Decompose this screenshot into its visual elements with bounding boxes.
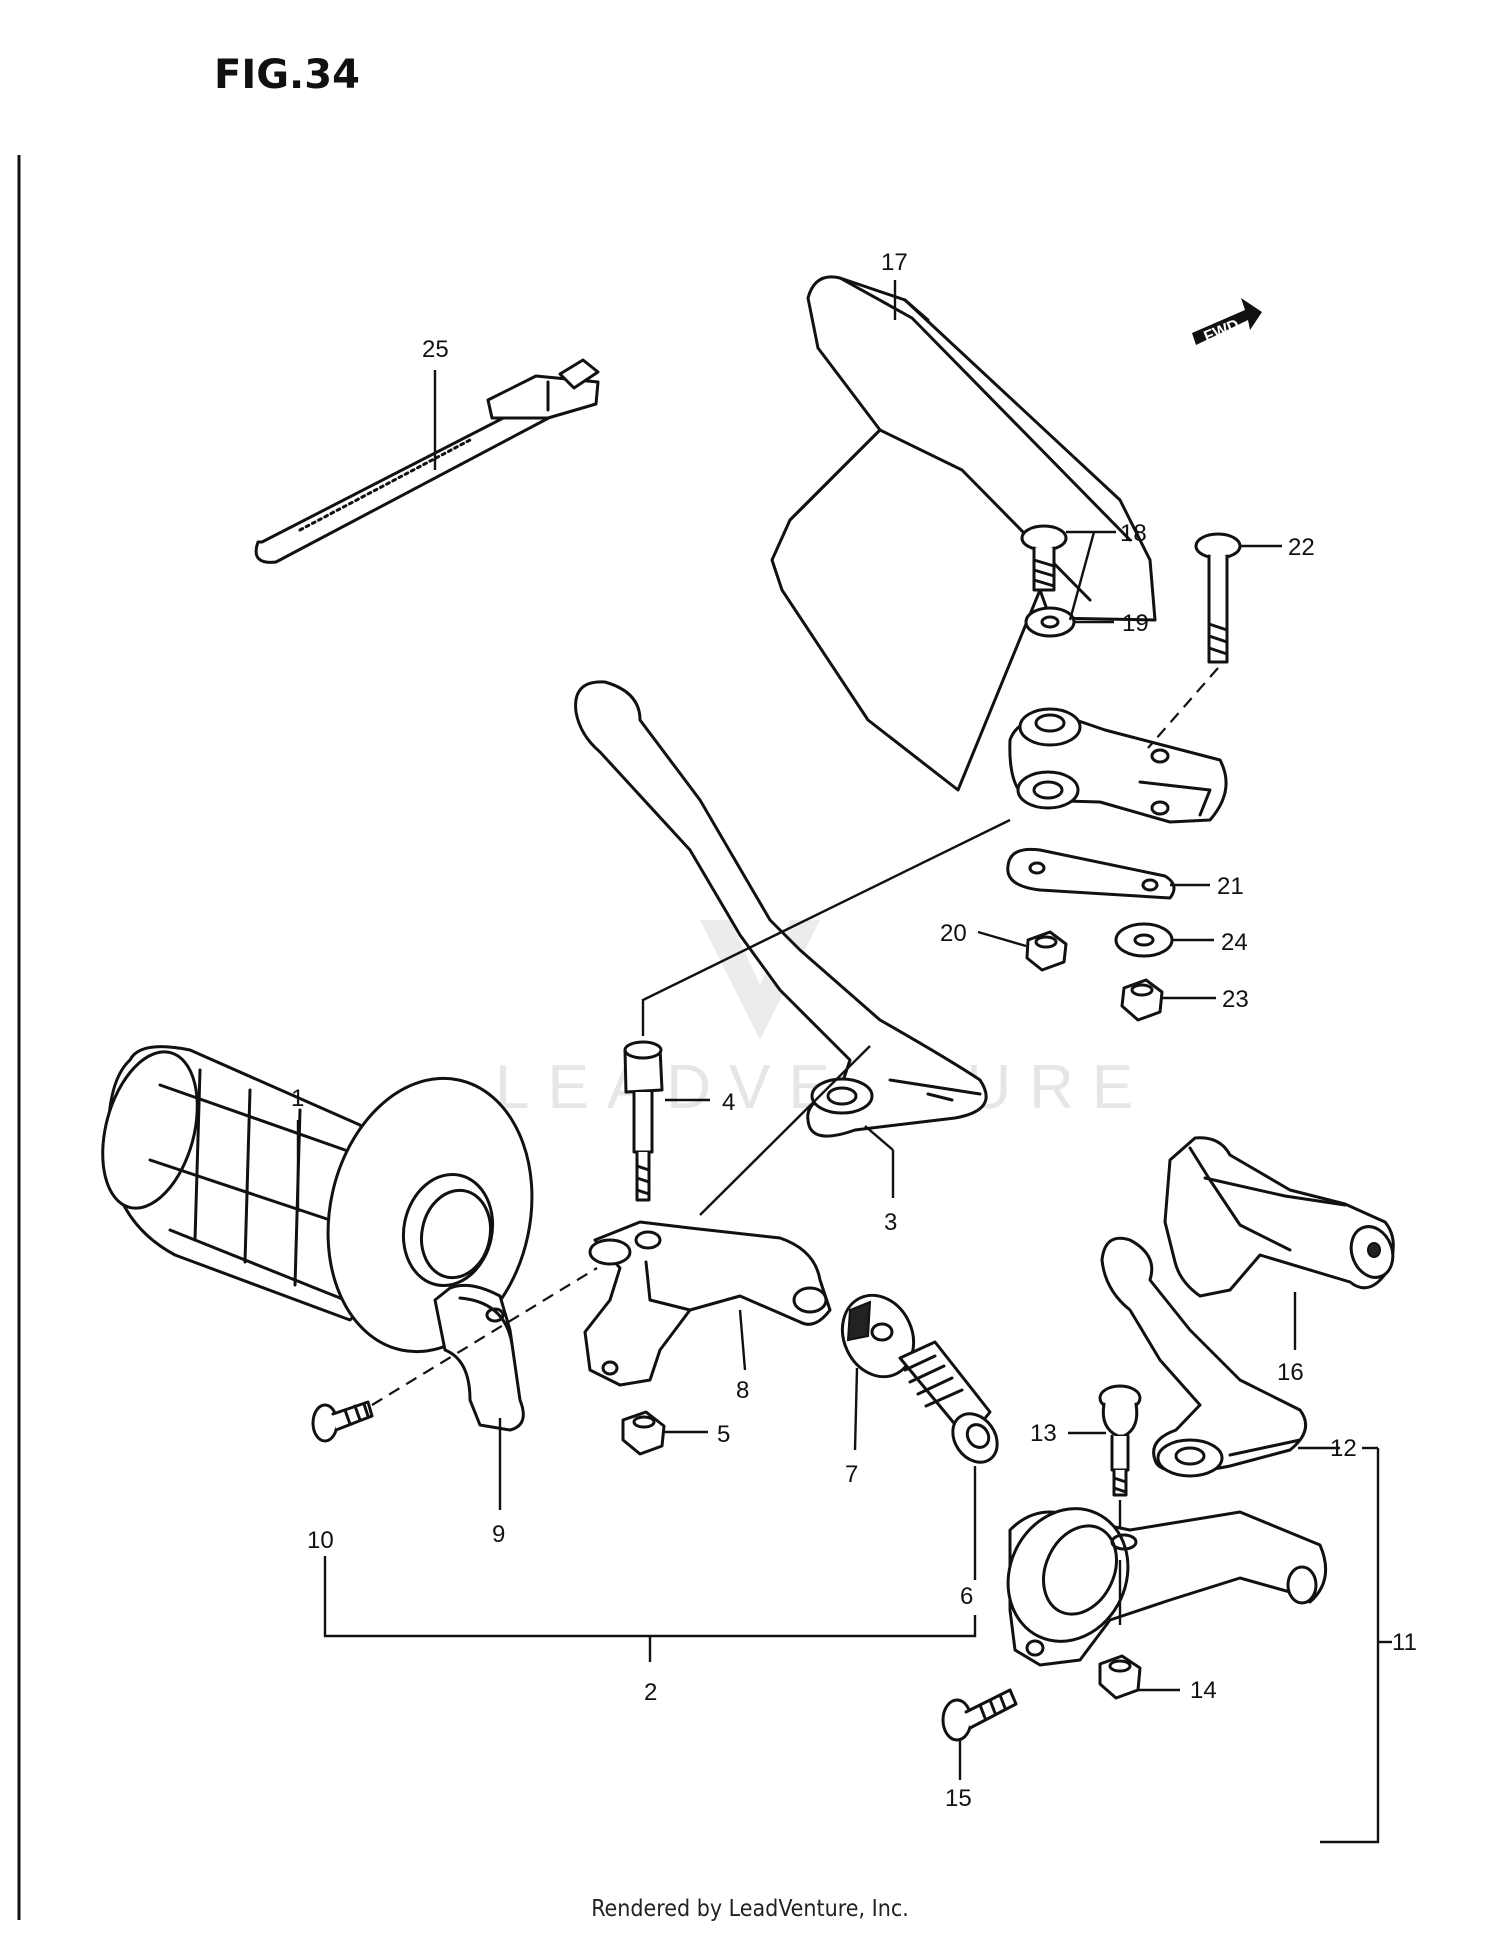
part-5-nut — [621, 1410, 666, 1456]
figure-title: FIG.34 — [214, 52, 360, 98]
callout-1: 1 — [291, 1085, 304, 1112]
callout-11: 11 — [1392, 1629, 1417, 1656]
callout-4: 4 — [722, 1089, 735, 1116]
callout-14: 14 — [1190, 1677, 1217, 1704]
callout-21: 21 — [1217, 873, 1244, 900]
callout-8: 8 — [736, 1377, 749, 1404]
part-4-pivot-bolt — [623, 1040, 664, 1202]
part-21-plate — [1006, 847, 1176, 900]
part-8-lever-bracket — [583, 1220, 832, 1387]
callout-17: 17 — [881, 249, 908, 276]
part-10-leader — [371, 1267, 598, 1406]
callout-7: 7 — [845, 1461, 858, 1488]
callout-12: 12 — [1330, 1435, 1357, 1462]
part-25-cable-tie — [254, 358, 600, 564]
footer-credit: Rendered by LeadVenture, Inc. — [591, 1896, 909, 1922]
part-3-leader — [699, 1045, 871, 1216]
part-17-hand-guard — [770, 275, 1228, 824]
callout-6: 6 — [960, 1583, 973, 1610]
part-16-lever-cover — [1163, 1136, 1395, 1298]
callout-20: 20 — [940, 920, 967, 947]
part-4-leader — [641, 818, 1011, 1036]
part-24-washer — [1114, 922, 1174, 958]
part-18-screw — [1020, 524, 1068, 592]
callout-15: 15 — [945, 1785, 972, 1812]
part-7-lock-ring — [840, 1293, 916, 1379]
callout-13: 13 — [1030, 1420, 1057, 1447]
forward-arrow-icon: FWD — [1192, 298, 1262, 346]
part-23-nut — [1120, 978, 1164, 1022]
part-14-nut — [1098, 1654, 1142, 1700]
part-1-handle-grip — [101, 1045, 534, 1354]
part-11-lever-perch — [1006, 1507, 1328, 1667]
callout-3: 3 — [884, 1209, 897, 1236]
part-20-nut — [1025, 930, 1068, 972]
part-10-screw — [311, 1400, 374, 1443]
callout-16: 16 — [1277, 1359, 1304, 1386]
part-13-pivot-bolt — [1098, 1384, 1142, 1497]
part-9-clamp — [433, 1283, 525, 1432]
part-12-lever — [1100, 1236, 1308, 1478]
callout-10: 10 — [307, 1527, 334, 1554]
callout-18: 18 — [1120, 520, 1147, 547]
part-19-washer — [1024, 606, 1076, 638]
callout-25: 25 — [422, 336, 449, 363]
part-6-adjuster — [898, 1340, 999, 1464]
callout-22: 22 — [1288, 534, 1315, 561]
part-22-bolt — [1194, 532, 1242, 664]
part-22-leader — [1147, 667, 1219, 749]
callout-23: 23 — [1222, 986, 1249, 1013]
callout-9: 9 — [492, 1521, 505, 1548]
callout-leaders — [296, 280, 1392, 1844]
callout-24: 24 — [1221, 929, 1248, 956]
callout-19: 19 — [1122, 610, 1149, 637]
callout-labels: 1 2 3 4 5 6 7 8 9 10 11 12 13 14 15 16 1… — [291, 249, 1417, 1812]
part-15-screw — [941, 1688, 1018, 1742]
callout-5: 5 — [717, 1421, 730, 1448]
callout-2: 2 — [644, 1679, 657, 1706]
